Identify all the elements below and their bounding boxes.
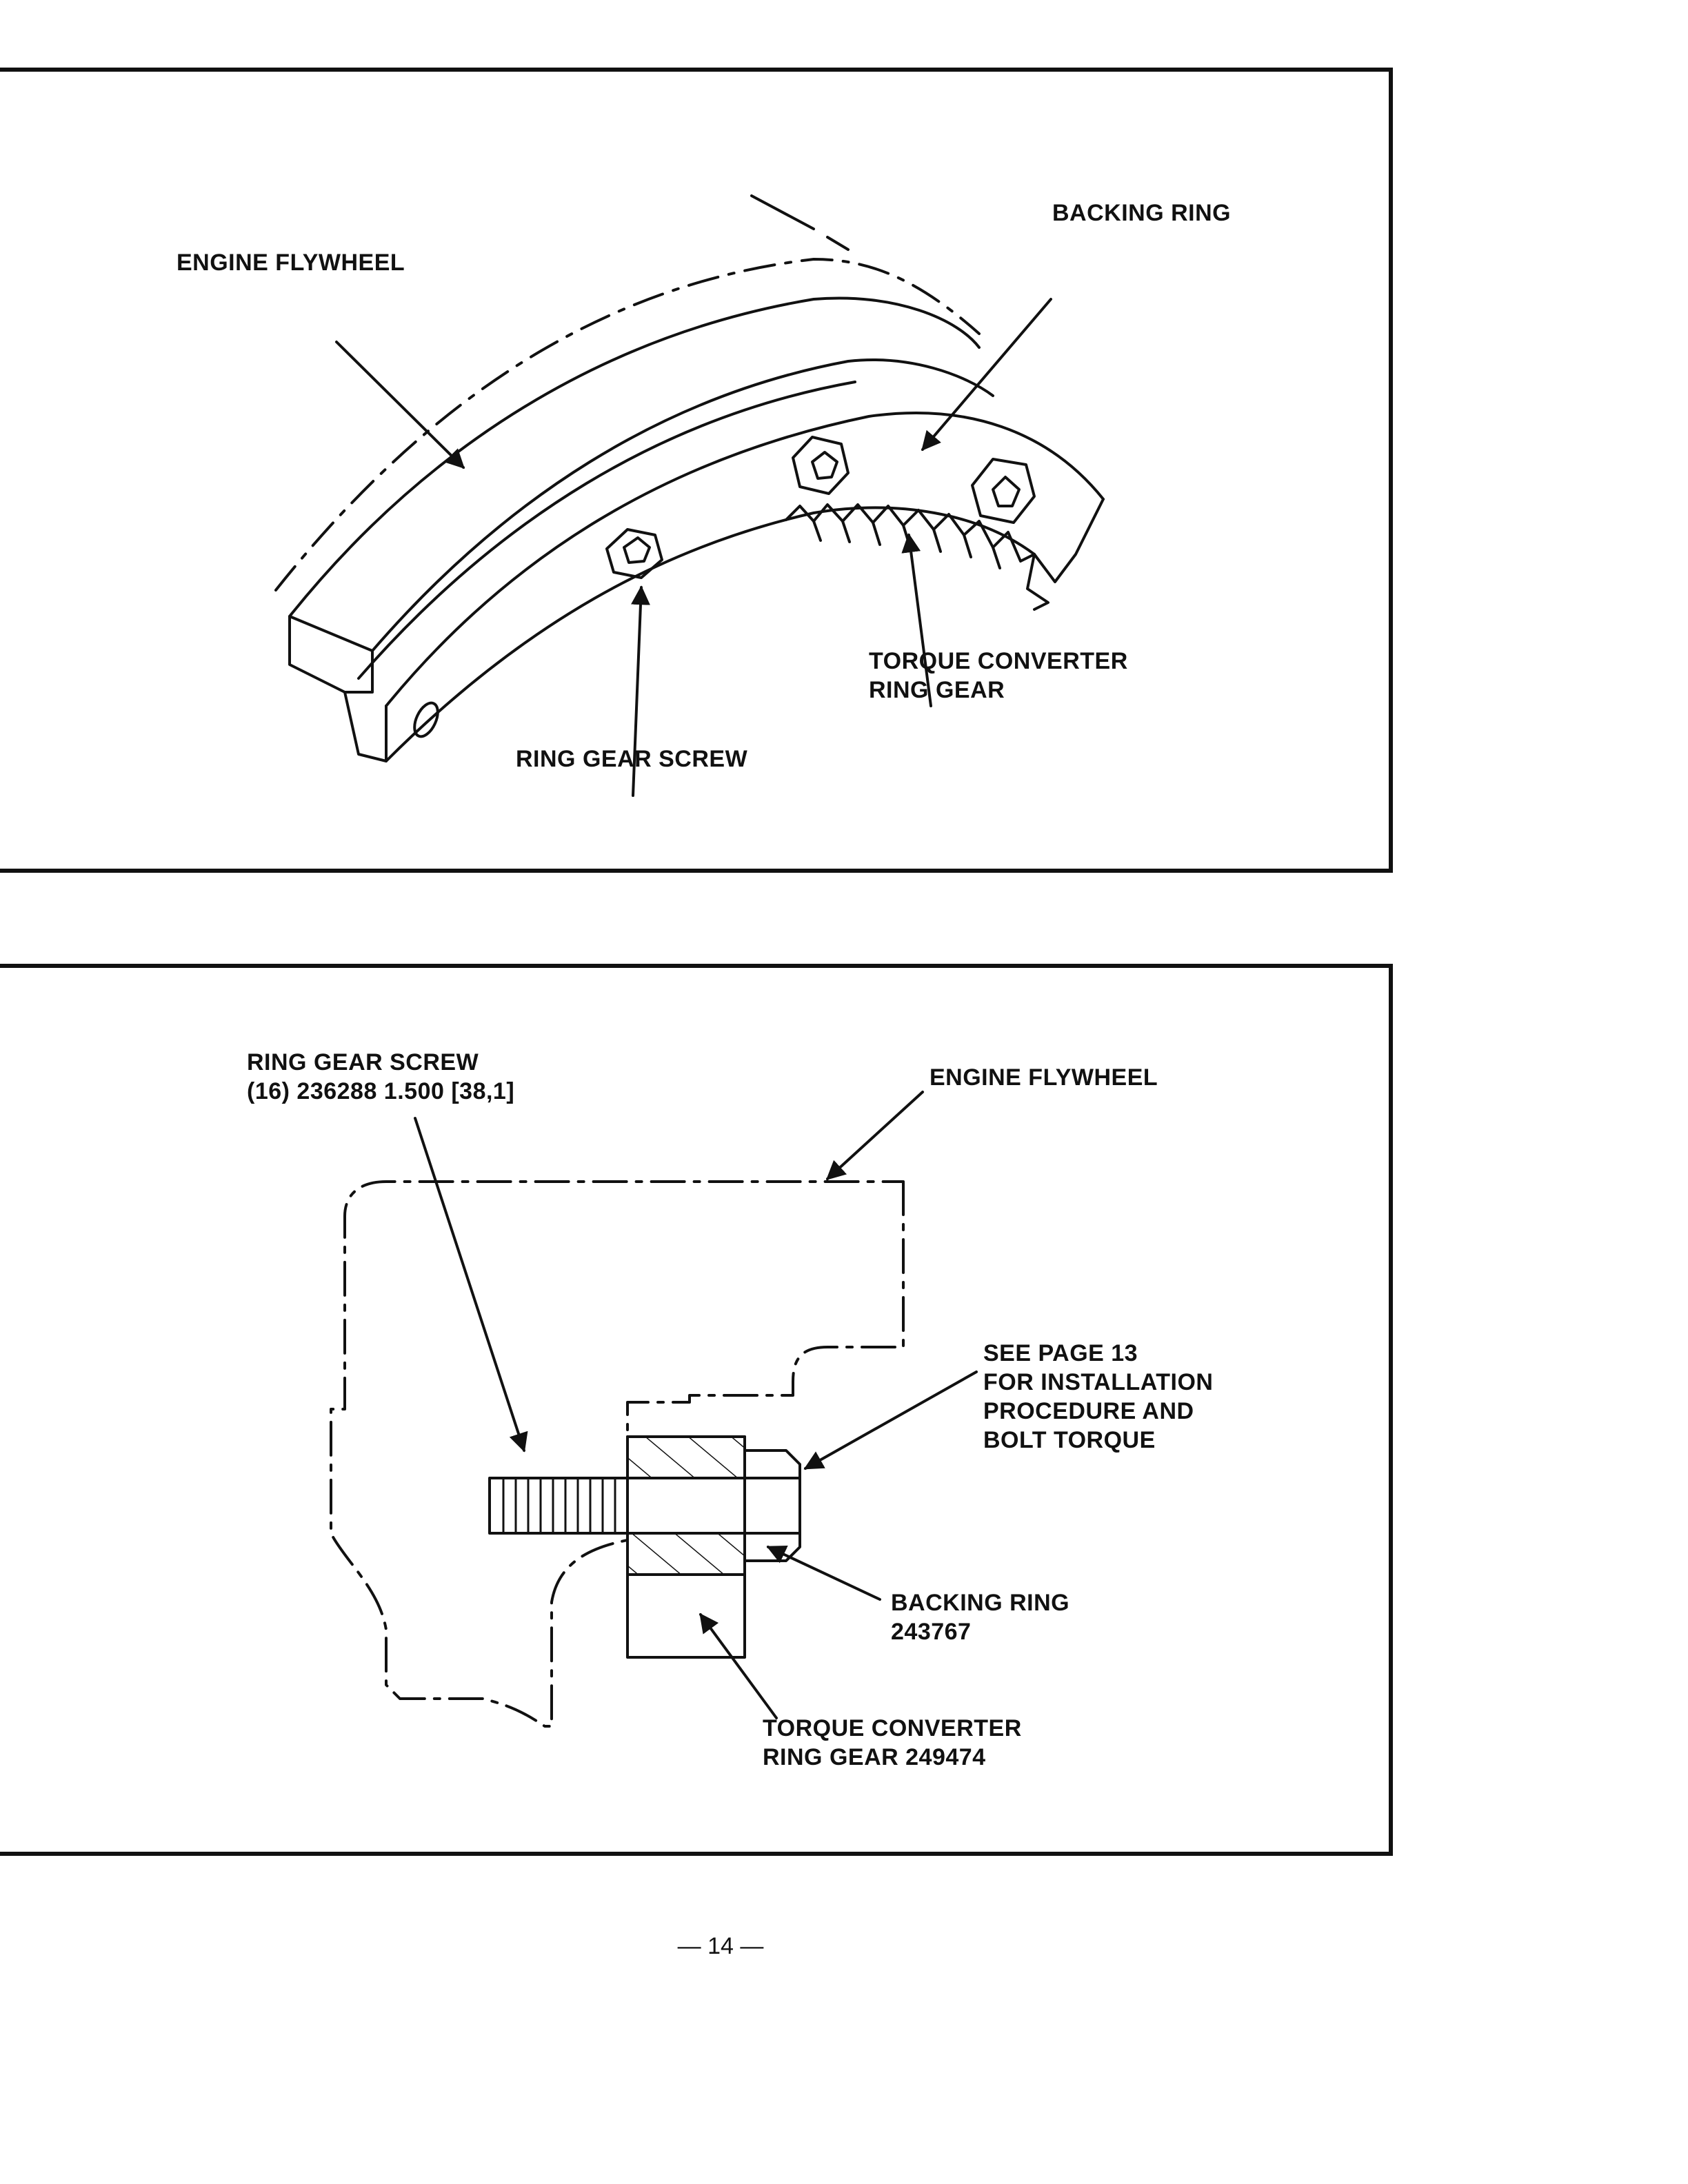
- page-number: — 14 —: [677, 1933, 764, 1959]
- flywheel-perspective-panel: ENGINE FLYWHEEL BACKING RING TORQUE CONV…: [0, 68, 1393, 873]
- backing-ring-end: [1033, 498, 1105, 583]
- flywheel-section-drawing: [330, 1091, 978, 1728]
- label-backing-ring-2: 243767: [891, 1619, 972, 1645]
- bolt-head-section: [743, 1449, 801, 1562]
- label-ring-gear-screw-1: RING GEAR SCREW: [247, 1049, 479, 1075]
- flywheel-upper-dash: [750, 194, 850, 251]
- label-backing-ring-1: BACKING RING: [891, 1590, 1070, 1616]
- label-backing-ring: BACKING RING: [1052, 200, 1232, 226]
- flywheel-rim-outer: [288, 296, 981, 618]
- bolt-thread: [488, 1477, 629, 1535]
- label-note-4: BOLT TORQUE: [983, 1427, 1156, 1453]
- flywheel-hole: [413, 701, 439, 738]
- label-ring-gear-screw: RING GEAR SCREW: [516, 746, 748, 772]
- label-torque-converter-ring-gear-2: RING GEAR: [869, 677, 1005, 703]
- flywheel-end-face: [288, 615, 374, 694]
- backing-ring-inner: [385, 506, 1036, 762]
- ring-gear-section: [626, 1573, 746, 1659]
- label-note-2: FOR INSTALLATION: [983, 1369, 1214, 1395]
- label-note-3: PROCEDURE AND: [983, 1398, 1194, 1424]
- label-note-1: SEE PAGE 13: [983, 1340, 1138, 1366]
- flywheel-rim-inner: [371, 358, 994, 652]
- backing-ring-outer: [385, 412, 1105, 707]
- label-torque-converter-2: RING GEAR 249474: [763, 1744, 986, 1770]
- label-torque-converter-1: TORQUE CONVERTER: [763, 1715, 1022, 1741]
- bolt-head-right: [971, 458, 1036, 524]
- bolt-head-left: [605, 528, 663, 579]
- label-engine-flywheel: ENGINE FLYWHEEL: [177, 250, 405, 276]
- label-torque-converter-ring-gear-1: TORQUE CONVERTER: [869, 648, 1128, 674]
- flywheel-section-outline: [330, 1180, 905, 1728]
- label-engine-flywheel: ENGINE FLYWHEEL: [930, 1064, 1158, 1091]
- flywheel-perspective-drawing: [274, 194, 1105, 797]
- label-ring-gear-screw-2: (16) 236288 1.500 [38,1]: [247, 1078, 515, 1104]
- flywheel-section-panel: RING GEAR SCREW (16) 236288 1.500 [38,1]…: [0, 964, 1393, 1856]
- flywheel-outer-edge: [274, 258, 981, 592]
- bolt-head-middle: [792, 436, 850, 495]
- flywheel-rim-step: [357, 381, 856, 680]
